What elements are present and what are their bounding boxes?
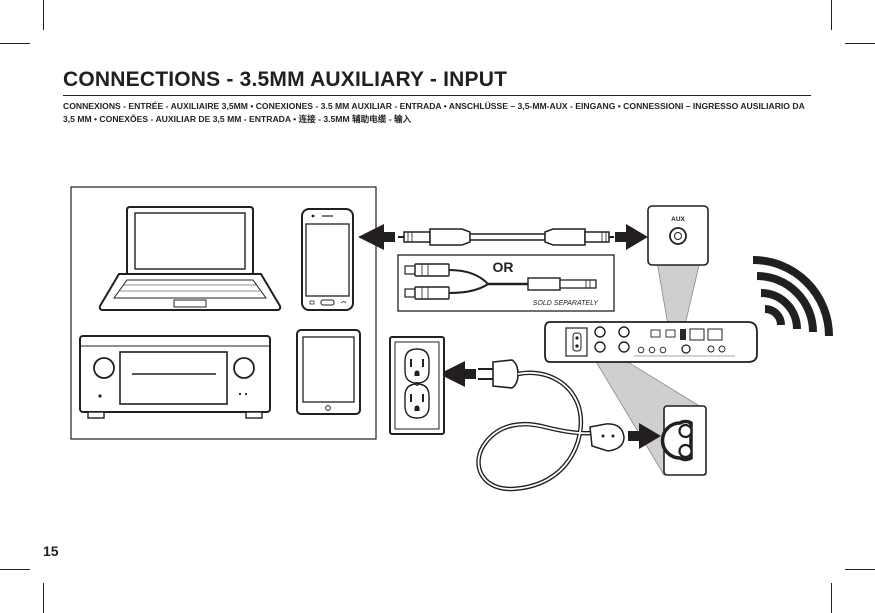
power-cord-icon	[476, 359, 625, 492]
arrow-left-icon	[439, 361, 476, 387]
page-number: 15	[43, 543, 59, 559]
aux-port-callout	[647, 205, 709, 266]
rca-adapter-cable-icon	[397, 254, 615, 312]
arrow-right-icon	[615, 224, 648, 250]
page-subtitle: CONNEXIONS - ENTRÉE - AUXILIAIRE 3,5MM •…	[63, 101, 805, 124]
power-port-callout	[660, 405, 707, 476]
arrow-right-icon	[628, 423, 661, 449]
crop-mark	[831, 583, 832, 613]
crop-mark	[0, 569, 30, 570]
crop-mark	[845, 43, 875, 44]
arrow-left-icon	[358, 224, 395, 250]
crop-mark	[43, 0, 44, 30]
sold-separately-label: SOLD SEPARATELY	[533, 300, 600, 307]
crop-mark	[845, 569, 875, 570]
crop-mark	[0, 43, 30, 44]
aux-cable-icon	[398, 228, 614, 246]
title-divider	[63, 95, 811, 96]
speaker-hub-icon	[544, 321, 758, 363]
av-receiver-icon	[79, 335, 271, 419]
wall-outlet-icon	[389, 336, 445, 435]
page-title: CONNECTIONS - 3.5MM AUXILIARY - INPUT	[63, 68, 508, 91]
crop-mark	[43, 583, 44, 613]
aux-port-label: AUX	[671, 216, 685, 223]
crop-mark	[831, 0, 832, 30]
smartphone-icon	[301, 208, 354, 311]
tablet-icon	[296, 329, 361, 415]
wireless-signal-icon	[752, 256, 833, 337]
or-label: OR	[493, 259, 514, 275]
laptop-icon	[98, 206, 282, 311]
